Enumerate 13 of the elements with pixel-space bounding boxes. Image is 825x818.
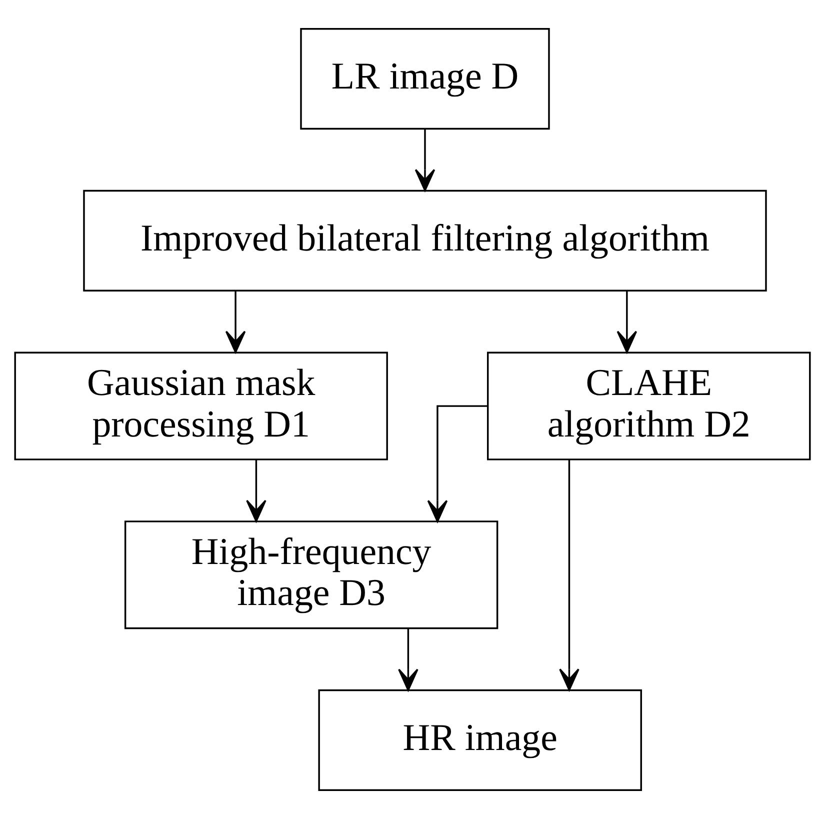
arrow xyxy=(414,128,436,191)
arrow xyxy=(559,459,580,690)
arrow xyxy=(398,628,418,690)
arrow xyxy=(427,404,488,522)
node-box: Gaussian mask processing D1 xyxy=(14,351,388,460)
node-box: Improved bilateral filtering algorithm xyxy=(83,189,767,292)
node-box: LR image D xyxy=(300,28,550,130)
node-box: High-frequency image D3 xyxy=(124,520,498,629)
node-box: HR image xyxy=(318,688,642,790)
arrow xyxy=(225,290,246,352)
node-box: CLAHE algorithm D2 xyxy=(486,351,811,460)
arrow xyxy=(616,290,638,352)
arrow xyxy=(246,458,266,522)
